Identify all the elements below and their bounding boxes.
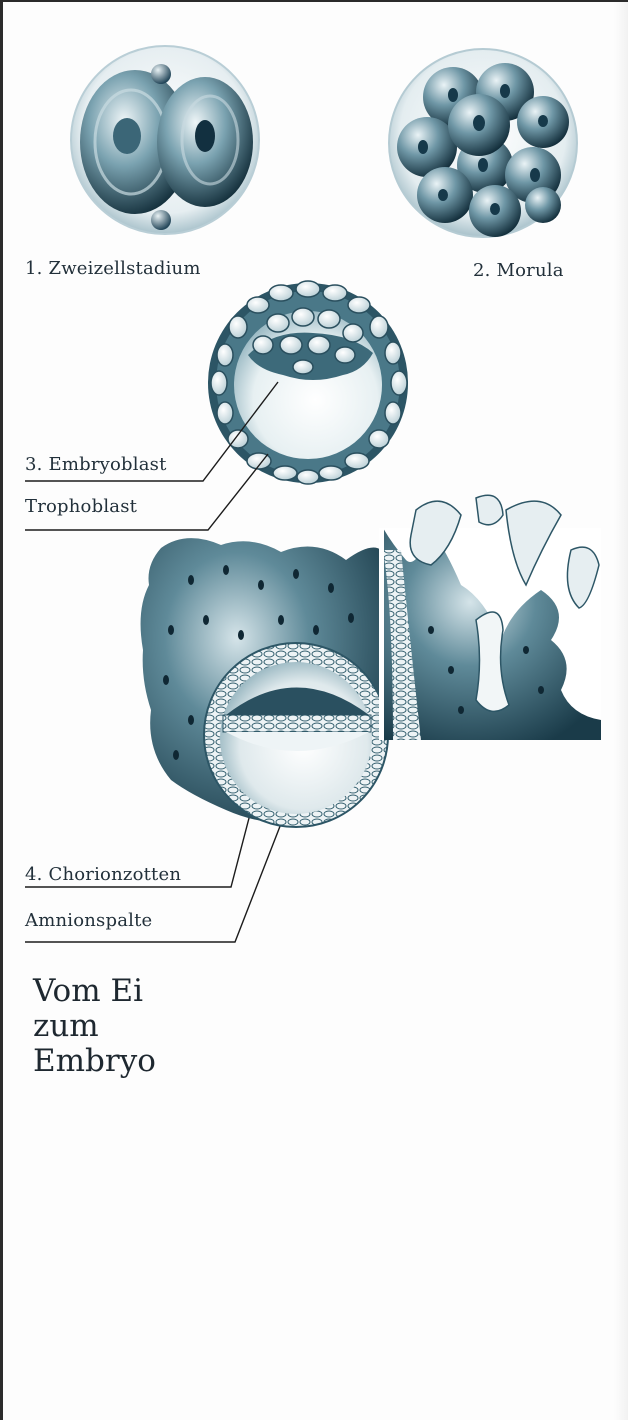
label-chorion-villi: 4. Chorionzotten bbox=[25, 864, 181, 885]
page-edge-shadow bbox=[614, 2, 628, 1420]
chorion-villi-illustration bbox=[131, 490, 601, 845]
title-line-2: zum bbox=[33, 1009, 293, 1044]
label-amnion-cleft: Amnionspalte bbox=[25, 910, 152, 931]
page-title: Vom Ei zum Embryo bbox=[33, 974, 293, 1079]
title-line-1: Vom Ei bbox=[33, 974, 293, 1009]
title-line-3: Embryo bbox=[33, 1044, 293, 1079]
